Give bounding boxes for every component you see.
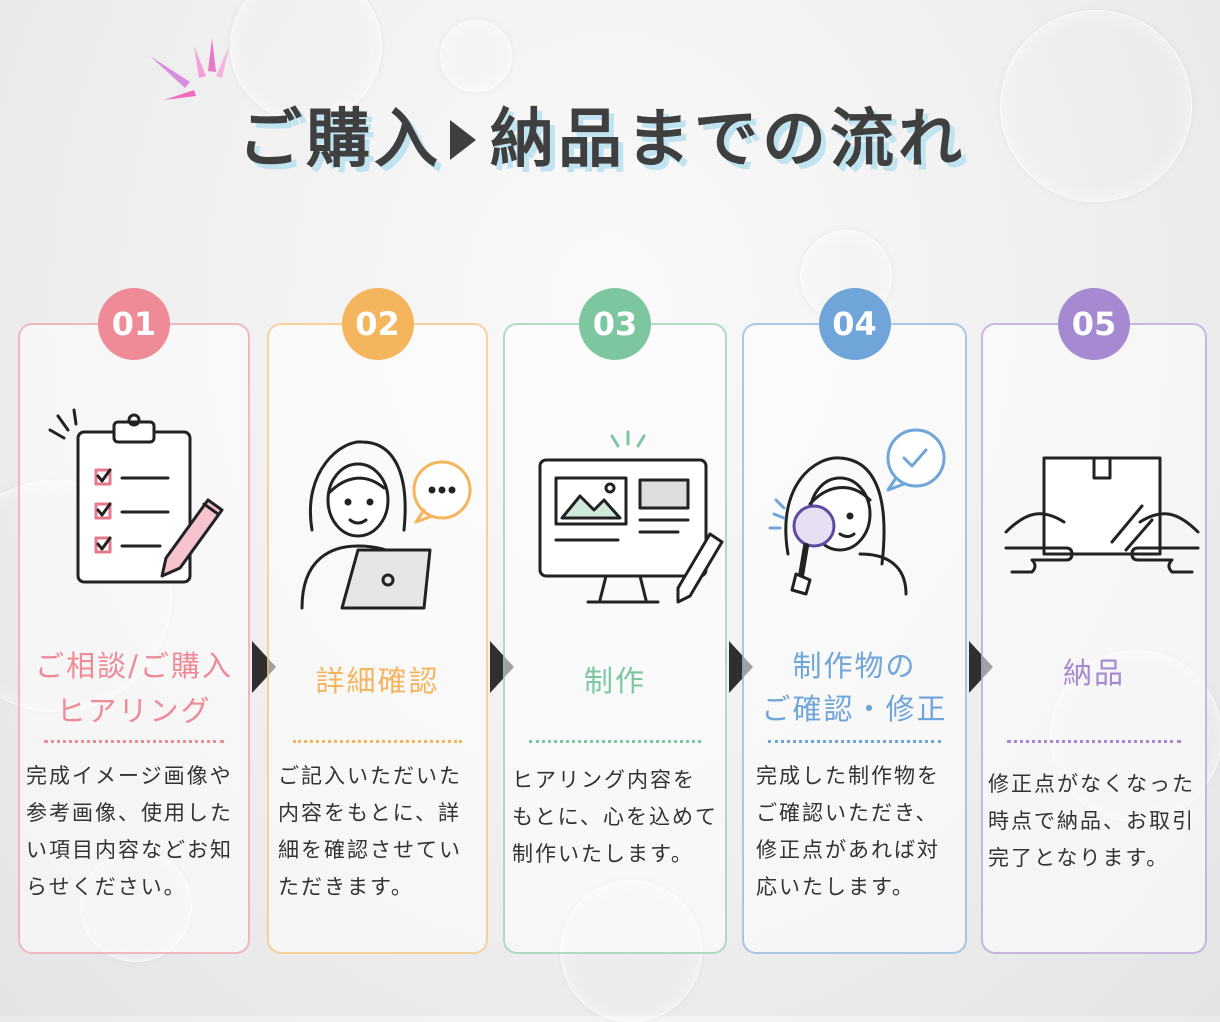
step-card [981, 323, 1207, 954]
dotted-divider [1007, 740, 1181, 743]
sparkle-icon [150, 38, 230, 100]
step-description-line: 完了となります。 [988, 846, 1170, 870]
page-title: ご購入納品までの流れ [238, 103, 966, 177]
hands-box-delivery-icon [1002, 452, 1202, 586]
step-description-line: ヒアリング内容を [512, 768, 696, 792]
step-description-line: らせください。 [26, 875, 187, 899]
step-number-badge: 01 [98, 288, 170, 360]
step-description-line: 応いたします。 [756, 875, 915, 899]
bubble-decoration [440, 20, 512, 92]
monitor-design-icon [528, 424, 728, 618]
step-title: 制作物の [792, 649, 917, 683]
person-magnifier-check-icon [756, 424, 956, 618]
dotted-divider [293, 740, 462, 743]
step-description-line: もとに、心を込めて [512, 805, 718, 829]
step-description-line: 参考画像、使用した [26, 801, 233, 825]
step-description-line: 完成イメージ画像や [26, 764, 233, 788]
header: ご購入納品までの流れ [0, 38, 1220, 180]
step-description-line: 修正点があれば対 [756, 838, 940, 862]
step-number-badge: 02 [341, 288, 414, 360]
dotted-divider [529, 740, 701, 743]
step-card [267, 323, 488, 954]
step-description-line: 内容をもとに、詳 [278, 801, 461, 825]
step-description-line: ただきます。 [278, 875, 414, 899]
step-description-line: ご確認いただき、 [756, 801, 939, 825]
step-title: ご確認・修正 [761, 692, 948, 726]
step-description-line: ご記入いただいた [278, 764, 462, 788]
step-description-line: 完成した制作物を [756, 764, 940, 788]
dotted-divider [768, 740, 941, 743]
step-description-line: 時点で納品、お取引 [988, 809, 1195, 833]
step-title: 納品 [1062, 656, 1125, 690]
step-card [742, 323, 967, 954]
step-number-badge: 04 [818, 288, 891, 360]
step-number-badge: 05 [1058, 288, 1130, 360]
step-description-line: 細を確認させてい [278, 838, 462, 862]
clipboard-checklist-icon [48, 408, 248, 602]
step-title: ヒアリング [56, 694, 212, 728]
step-description-line: 修正点がなくなった [988, 772, 1195, 796]
dotted-divider [44, 740, 224, 743]
step-description-line: 制作いたします。 [512, 842, 694, 866]
arrow-right-icon [450, 120, 476, 161]
bubble-decoration [1000, 10, 1192, 202]
step-title: 制作 [583, 664, 646, 698]
step-number-badge: 03 [579, 288, 651, 360]
person-laptop-chat-icon [292, 430, 482, 624]
step-title: ご相談/ご購入 [35, 649, 233, 683]
step-description-line: い項目内容などお知 [26, 838, 233, 862]
step-title: 詳細確認 [315, 664, 440, 698]
